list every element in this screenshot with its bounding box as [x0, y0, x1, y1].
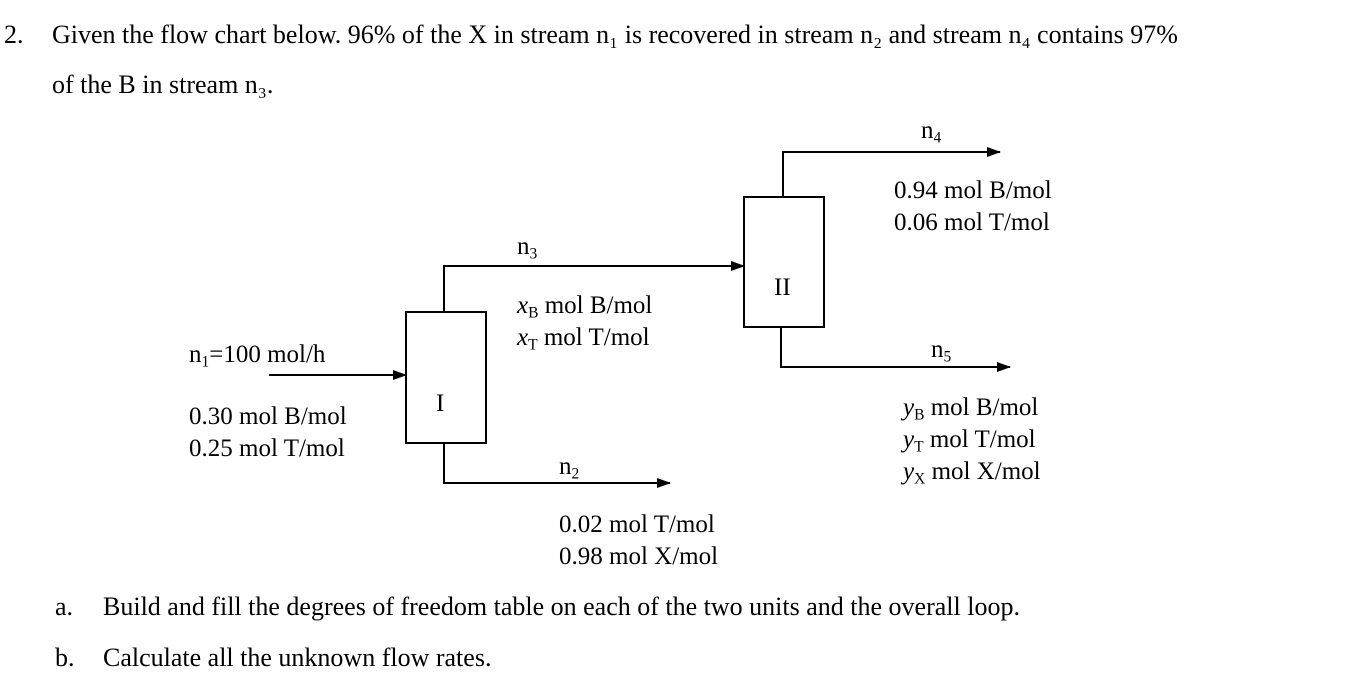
stream-n4-composition-b: 0.94 mol B/mol	[894, 177, 1052, 204]
unit-I-label: I	[436, 390, 445, 417]
stream-n2-arrow	[443, 443, 671, 488]
stream-n4-label: n4	[921, 117, 942, 147]
stream-n5-label: n5	[931, 336, 952, 366]
unit-I-box	[405, 311, 487, 444]
question-a-text: Build and fill the degrees of freedom ta…	[103, 592, 1020, 621]
feed-composition-t: 0.25 mol T/mol	[189, 435, 345, 462]
feed-label: n1=100 mol/h	[189, 341, 326, 371]
problem-statement-line1: Given the flow chart below. 96% of the X…	[52, 20, 1178, 49]
stream-n3-composition-b: xB mol B/mol	[517, 292, 653, 322]
question-b-letter: b.	[55, 643, 75, 672]
stream-n5-arrow	[780, 327, 1011, 372]
stream-n2-composition-x: 0.98 mol X/mol	[559, 543, 719, 570]
stream-n4-arrow	[782, 147, 1001, 197]
stream-n3-arrow	[443, 261, 745, 312]
unit-II-box	[743, 196, 825, 328]
stream-n5-composition-x: yX mol X/mol	[903, 458, 1041, 488]
unit-II-label: II	[774, 274, 791, 301]
problem-statement-line2: of the B in stream n₃.	[52, 70, 274, 99]
stream-n3-composition-t: xT mol T/mol	[517, 324, 650, 354]
stream-n5-composition-b: yB mol B/mol	[903, 394, 1039, 424]
stream-n2-label: n2	[559, 453, 580, 483]
stream-n3-label: n3	[517, 233, 538, 263]
question-b-text: Calculate all the unknown flow rates.	[103, 643, 492, 672]
feed-composition-b: 0.30 mol B/mol	[189, 403, 347, 430]
stream-n4-composition-t: 0.06 mol T/mol	[894, 209, 1050, 236]
stream-n5-composition-t: yT mol T/mol	[903, 426, 1036, 456]
question-a-letter: a.	[55, 592, 74, 621]
problem-number: 2.	[4, 20, 24, 49]
stream-n2-composition-t: 0.02 mol T/mol	[559, 511, 715, 538]
